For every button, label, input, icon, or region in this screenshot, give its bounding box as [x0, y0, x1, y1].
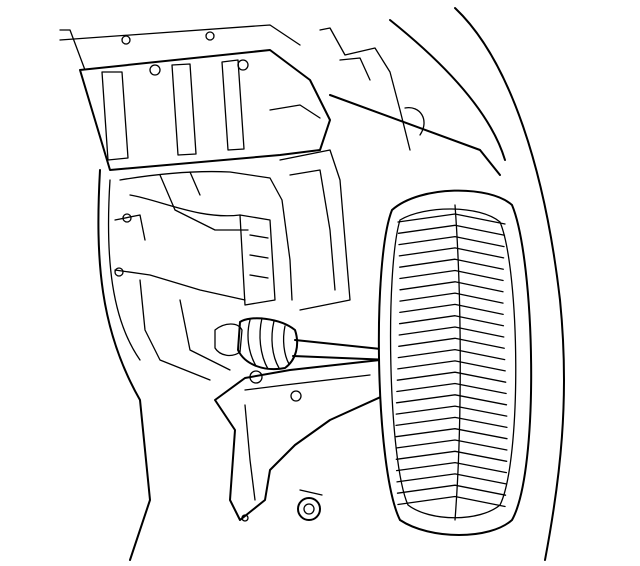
axle-boot — [214, 317, 391, 370]
tread-line — [399, 269, 504, 282]
tire-tread — [395, 204, 508, 521]
tread-line — [397, 224, 506, 236]
tread-center-line — [454, 204, 461, 521]
lower-control-arm — [214, 359, 386, 522]
tread-line — [396, 371, 507, 383]
tread-line — [395, 394, 508, 406]
tread-line — [397, 348, 506, 361]
tread-line — [397, 495, 506, 508]
tread-line — [396, 382, 507, 395]
tread-line — [395, 428, 508, 440]
tread-line — [396, 484, 507, 496]
tread-line — [395, 416, 508, 429]
tread-line — [398, 326, 505, 338]
tread-line — [395, 439, 508, 451]
tread-line — [399, 303, 504, 316]
tread-line — [399, 281, 504, 293]
tread-line — [398, 247, 505, 259]
tread-line — [399, 258, 504, 270]
tread-line — [396, 473, 507, 485]
tread-line — [395, 405, 508, 417]
wheel-well-splash-shield — [59, 24, 351, 311]
tire — [377, 189, 533, 536]
tread-line — [398, 235, 505, 248]
tread-line — [399, 292, 504, 304]
body-panel — [59, 7, 566, 561]
tread-line — [395, 450, 508, 462]
tread-line — [398, 337, 505, 349]
tread-line — [395, 461, 508, 474]
tread-line — [398, 315, 505, 327]
tread-line — [397, 360, 506, 372]
inner-well — [114, 170, 293, 381]
